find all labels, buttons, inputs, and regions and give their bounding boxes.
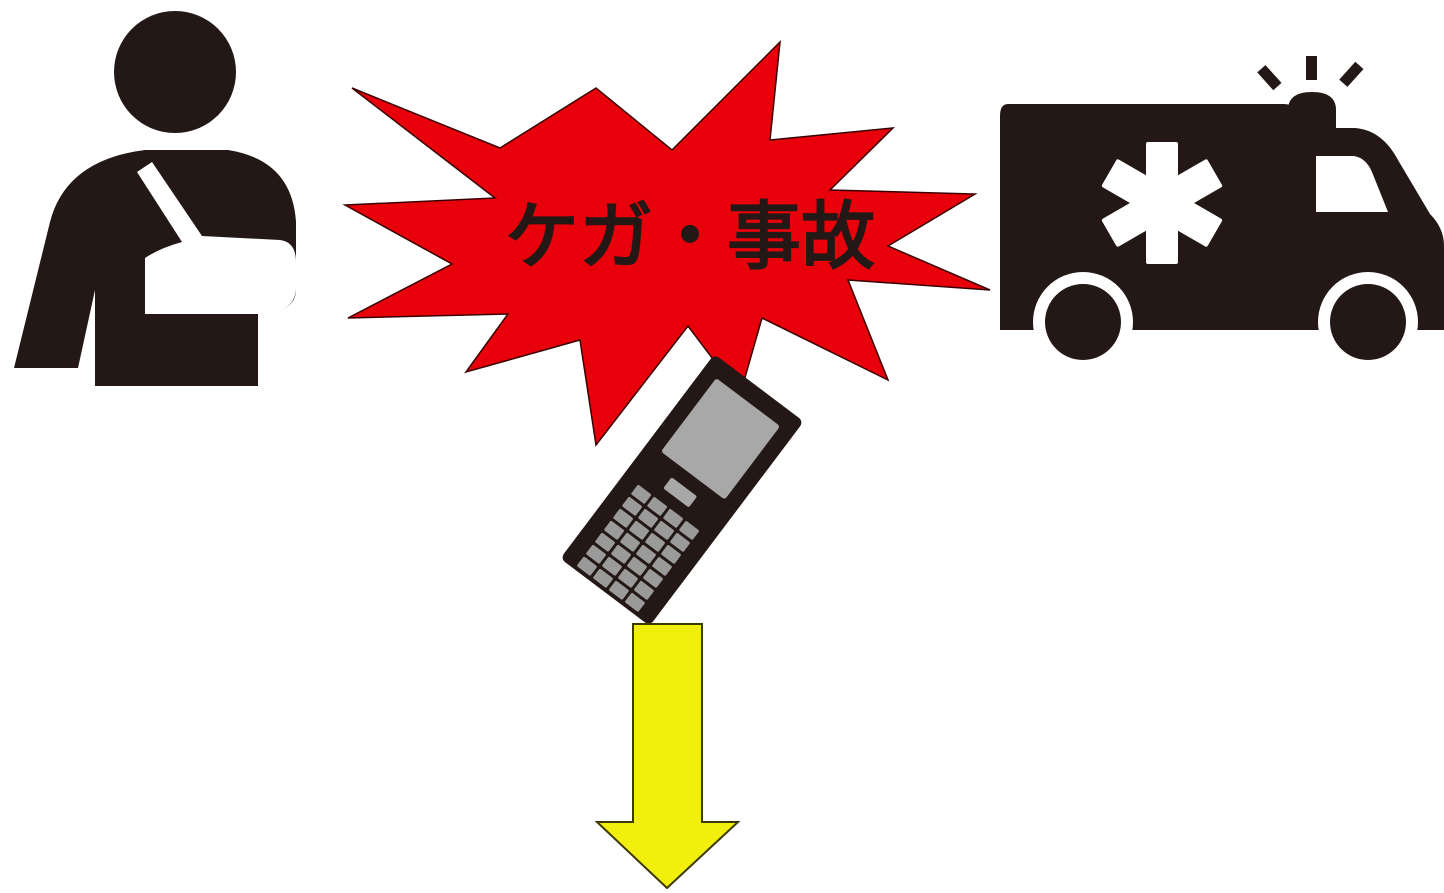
- phone-key: [602, 556, 622, 576]
- wheel-rear: [1045, 284, 1121, 360]
- phone-key: [613, 508, 633, 528]
- accident-burst-shape: [342, 39, 991, 447]
- phone-key: [654, 521, 674, 540]
- mobile-phone-icon: [562, 356, 802, 624]
- siren-light: [1288, 92, 1336, 128]
- phone-key: [622, 496, 642, 516]
- phone-key: [620, 532, 640, 552]
- siren-ray-right: [1339, 61, 1364, 87]
- wheel-front: [1330, 284, 1406, 360]
- phone-key: [604, 520, 624, 540]
- phone-key: [634, 581, 654, 600]
- siren-ray-left: [1257, 65, 1282, 91]
- phone-key: [647, 497, 667, 516]
- phone-screen: [662, 379, 779, 499]
- person-head: [114, 11, 236, 133]
- phone-key: [625, 592, 645, 612]
- phone-key: [645, 533, 665, 552]
- arm-sling: [137, 162, 296, 314]
- phone-key: [663, 509, 683, 528]
- ambulance-window: [1316, 156, 1388, 212]
- phone-key: [670, 533, 690, 552]
- phone-key: [609, 580, 629, 600]
- phone-key: [643, 569, 663, 588]
- phone-key: [661, 545, 681, 564]
- phone-key: [631, 485, 651, 504]
- phone-key: [577, 556, 597, 576]
- phone-key: [611, 544, 631, 564]
- phone-key: [652, 557, 672, 576]
- phone-speaker-slot: [664, 477, 697, 507]
- phone-key: [629, 520, 649, 540]
- phone-key: [595, 532, 615, 552]
- phone-key: [593, 568, 613, 588]
- injured-person-arm-sling-icon: [14, 11, 296, 386]
- phone-key: [679, 521, 699, 540]
- phone-key: [586, 544, 606, 564]
- phone-key: [638, 509, 658, 528]
- arrow-down-icon: [594, 623, 741, 890]
- phone-keypad: [577, 485, 699, 612]
- star-of-life-icon: [1101, 142, 1223, 264]
- ambulance-icon: [1000, 56, 1444, 372]
- burst-label: ケガ・事故: [505, 194, 875, 280]
- phone-key: [627, 556, 647, 576]
- phone-key: [636, 545, 656, 564]
- phone-key: [618, 568, 638, 588]
- siren-ray-center: [1306, 56, 1317, 80]
